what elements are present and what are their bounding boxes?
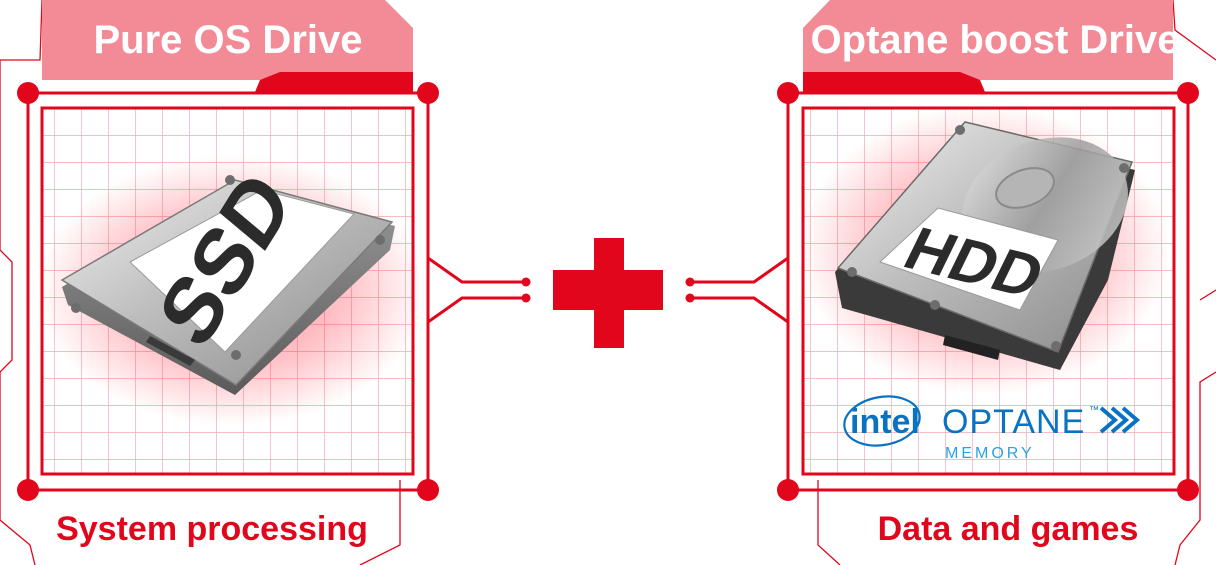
right-corner-dot-bl [777, 479, 799, 501]
left-connector-dot-2 [521, 293, 531, 303]
hdd-illustration: HDD [800, 105, 1170, 395]
left-outer-frame-right [359, 480, 401, 565]
left-title-accent [255, 72, 413, 92]
intel-wordmark: intel [850, 403, 920, 441]
right-title: Optane boost Drive [811, 18, 1180, 62]
chevron-right-icon [1099, 406, 1141, 434]
left-title-band [42, 0, 413, 80]
trademark-symbol: ™ [1089, 405, 1099, 416]
left-caption: System processing [56, 510, 368, 548]
plus-operator [553, 238, 663, 348]
left-corner-dot-bl [17, 479, 39, 501]
ssd-illustration: SSD [37, 153, 427, 425]
right-caption: Data and games [878, 510, 1139, 548]
left-corner-dot-tl [17, 82, 39, 104]
right-corner-dot-tl [777, 82, 799, 104]
left-corner-dot-br [417, 479, 439, 501]
left-connector-dot-1 [521, 277, 531, 287]
optane-wordmark: OPTANE [942, 403, 1085, 441]
intel-optane-logo: intel OPTANE ™ MEMORY [843, 395, 1141, 462]
right-frame [786, 91, 1190, 492]
right-panel: Optane boost Drive HDD [685, 0, 1216, 565]
right-title-band [803, 0, 1173, 80]
left-frame [26, 91, 430, 492]
left-corner-dot-tr [417, 82, 439, 104]
right-connector-dot-2 [685, 293, 695, 303]
right-corner-dot-br [1177, 479, 1199, 501]
right-outer-frame [1172, 0, 1216, 565]
left-outer-frame [0, 0, 43, 565]
left-title: Pure OS Drive [93, 18, 362, 62]
right-corner-dot-tr [1177, 82, 1199, 104]
memory-wordmark: MEMORY [945, 445, 1035, 462]
right-title-accent [803, 72, 985, 92]
right-connector-dot-1 [685, 277, 695, 287]
right-connector [694, 256, 789, 324]
right-outer-frame-left [817, 480, 841, 565]
left-panel: Pure OS Drive SSD [0, 0, 531, 565]
left-connector [427, 256, 522, 324]
